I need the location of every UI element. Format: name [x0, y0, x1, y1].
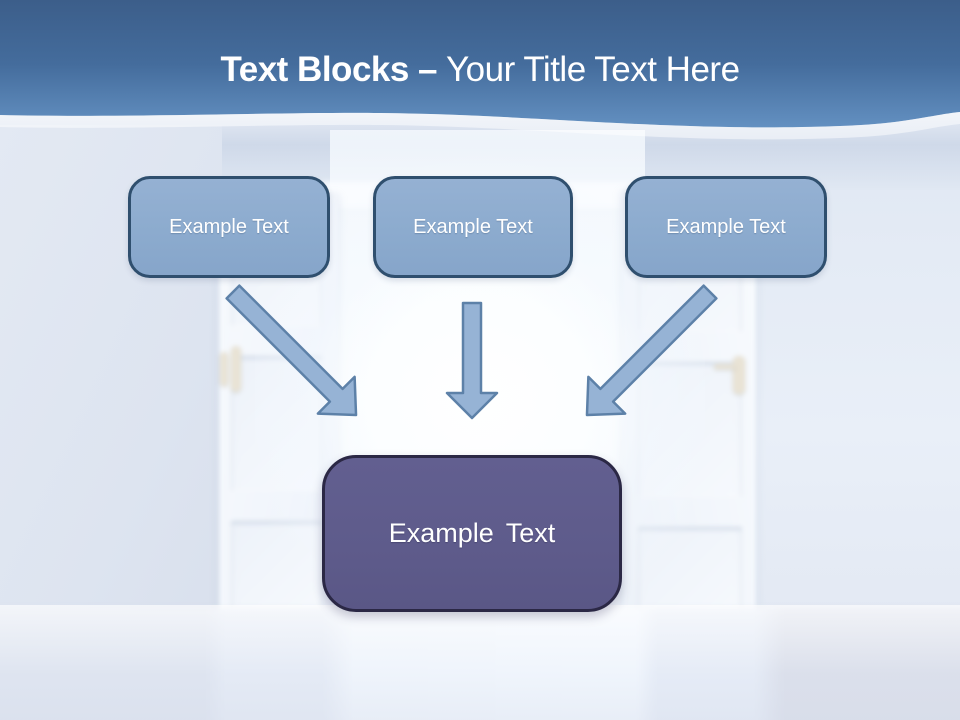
- arrow-down-icon: [445, 301, 499, 420]
- floor-reflection: [0, 605, 960, 720]
- text-block-1-label: Example Text: [169, 215, 289, 238]
- door-handle: [733, 356, 745, 394]
- text-block-3[interactable]: Example Text: [625, 176, 827, 278]
- text-block-2[interactable]: Example Text: [373, 176, 573, 278]
- text-block-2-label: Example Text: [413, 215, 533, 238]
- door-handle: [231, 346, 241, 392]
- text-block-1[interactable]: Example Text: [128, 176, 330, 278]
- slide-title-regular: Your Title Text Here: [446, 50, 740, 89]
- text-block-3-label: Example Text: [666, 215, 786, 238]
- slide-title-bold: Text Blocks –: [220, 50, 438, 89]
- result-block[interactable]: Example Text: [322, 455, 622, 612]
- arrow-down-left-icon: [585, 284, 718, 417]
- arrow-down-right-icon: [225, 284, 358, 417]
- result-block-label: Example Text: [388, 518, 556, 548]
- door-handle: [220, 352, 228, 386]
- slide-title[interactable]: Text Blocks –Your Title Text Here: [0, 48, 960, 92]
- door-handle: [714, 364, 736, 369]
